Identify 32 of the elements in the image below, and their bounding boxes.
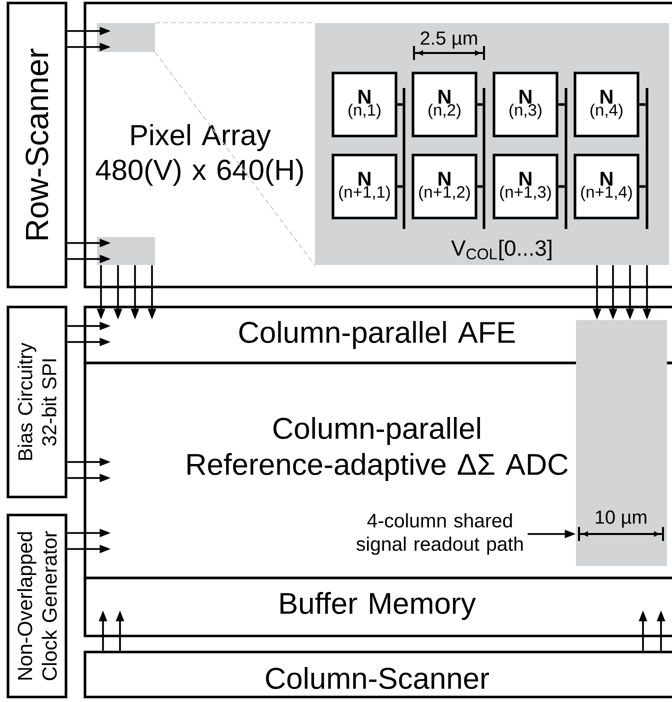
pixel-box: N (n,4) <box>574 72 640 138</box>
connector-line <box>477 103 482 106</box>
connector-line <box>477 185 482 188</box>
annotation-text: 4-column shared signal readout path <box>356 513 523 555</box>
dimension-label: 2.5 µm <box>420 31 477 49</box>
bus-line <box>482 88 486 229</box>
connector-line <box>397 103 402 106</box>
connector-line <box>639 185 646 188</box>
pixel-box: N (n,2) <box>412 72 478 138</box>
connector-line <box>397 185 402 188</box>
highlight-region <box>97 237 155 265</box>
connector-line <box>558 103 564 106</box>
readout-path-region <box>576 320 667 566</box>
bus-line <box>564 88 568 229</box>
pixel-box: N (n+1,2) <box>412 154 478 220</box>
pixel-box: N (n+1,1) <box>332 154 398 220</box>
bus-line <box>402 88 406 229</box>
zoom-line <box>154 52 316 266</box>
scanner-block: Column-Scanner <box>84 650 672 698</box>
highlight-region <box>97 23 155 52</box>
pixel-box: N (n,1) <box>332 72 398 138</box>
buffer-memory-band: Buffer Memory <box>84 576 672 638</box>
pixel-box: N (n+1,3) <box>492 154 558 220</box>
dimension-label: 10 µm <box>596 510 646 528</box>
clock-generator-block: Non-Overlapped Clock Generator <box>6 514 68 698</box>
scanner-block: Row-Scanner <box>6 2 68 288</box>
bus-line <box>646 88 648 229</box>
pixel-box: N (n+1,4) <box>574 154 640 220</box>
bias-block: Bias Circuitry 32-bit SPI <box>6 306 68 498</box>
connector-line <box>558 185 564 188</box>
pixel-box: N (n,3) <box>492 72 558 138</box>
connector-line <box>639 103 646 106</box>
